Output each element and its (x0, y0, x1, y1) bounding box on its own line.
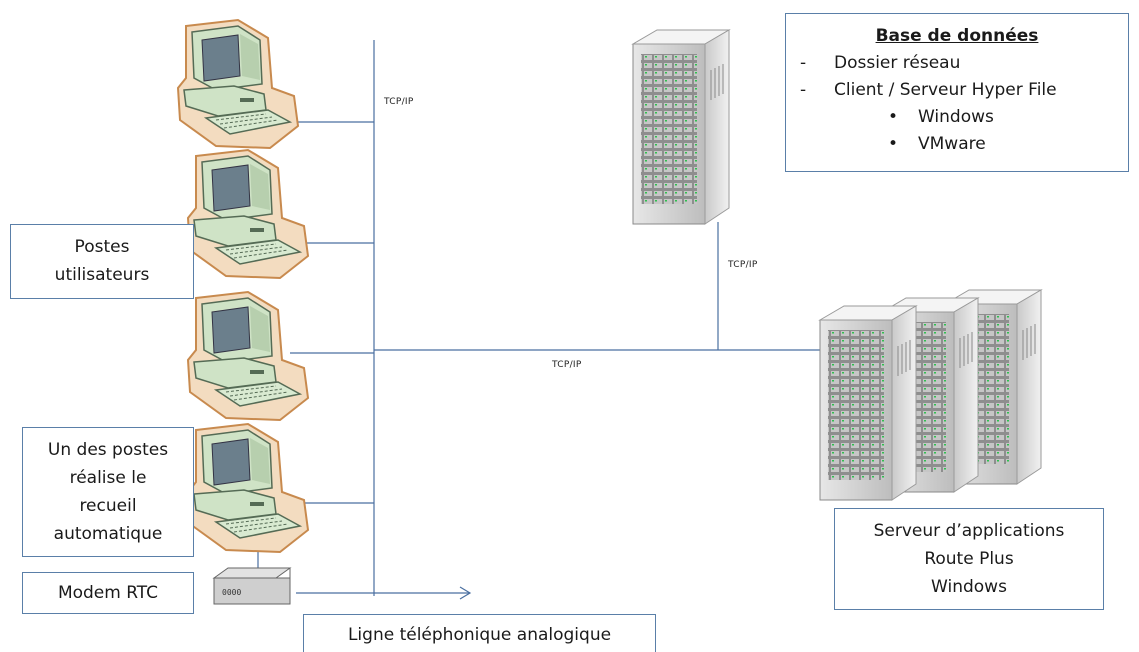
computer-icon (187, 423, 309, 553)
label-modem-rtc: Modem RTC (22, 572, 194, 614)
tower-server-icon (632, 29, 730, 225)
modem-icon: 0000 (212, 567, 292, 605)
computer-icon (187, 149, 309, 279)
database-box: Base de données -Dossier réseau -Client … (785, 13, 1129, 172)
database-item: -Dossier réseau (800, 53, 961, 73)
database-subitem: •VMware (888, 134, 986, 154)
modem-display: 0000 (222, 588, 241, 597)
serveur-line-1: Serveur d’applications (873, 521, 1065, 541)
postes-line-1: Postes (74, 237, 130, 257)
label-ligne-telephonique: Ligne téléphonique analogique (303, 614, 656, 652)
label-serveur-applications: Serveur d’applications Route Plus Window… (834, 508, 1104, 610)
postes-line-2: utilisateurs (54, 265, 150, 285)
arrow-head-icon (459, 586, 472, 600)
tcp-label-middle: TCP/IP (552, 360, 582, 370)
computer-icon (177, 19, 299, 149)
recueil-line-2: réalise le (69, 468, 147, 488)
recueil-line-4: automatique (53, 524, 163, 544)
label-recueil-automatique: Un des postes réalise le recueil automat… (22, 427, 194, 557)
label-postes-utilisateurs: Postes utilisateurs (10, 224, 194, 299)
tcp-label-right: TCP/IP (728, 260, 758, 270)
database-list: -Dossier réseau -Client / Serveur Hyper … (800, 50, 1128, 158)
wires (257, 40, 820, 600)
tcp-label-left: TCP/IP (384, 97, 414, 107)
database-title: Base de données (875, 26, 1039, 46)
database-item: -Client / Serveur Hyper File (800, 80, 1057, 100)
recueil-line-3: recueil (79, 496, 137, 516)
serveur-line-3: Windows (931, 577, 1007, 597)
database-subitem: •Windows (888, 107, 994, 127)
recueil-line-1: Un des postes (47, 440, 169, 460)
server-rack-icon (819, 289, 1042, 501)
serveur-line-2: Route Plus (924, 549, 1014, 569)
computer-icon (187, 291, 309, 421)
